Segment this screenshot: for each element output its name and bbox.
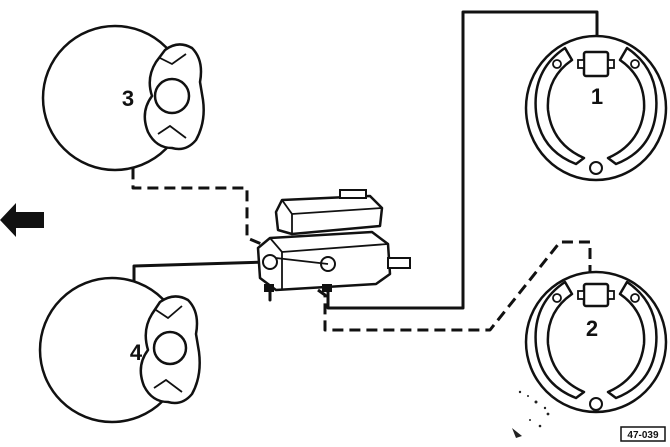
wheel-2-drum-brake: 2 [524, 270, 668, 414]
brake-line-wheel-3 [131, 116, 277, 252]
reference-code: 47-039 [627, 430, 659, 441]
wheel-4-piston [152, 330, 188, 366]
wheel-2-shoe-left [534, 280, 586, 400]
outlet-port-front [262, 254, 278, 270]
wheel-2-shoe-right [606, 280, 658, 400]
reservoir-cap [339, 189, 367, 199]
wheel-1-shoe-left [534, 46, 586, 166]
brake-line-wheel-1 [326, 10, 599, 310]
wheel-4-label: 4 [130, 340, 143, 365]
wheel-2-label: 2 [586, 316, 598, 341]
wheel-1-adjuster [589, 161, 603, 175]
wheel-1-label: 1 [591, 84, 603, 109]
brake-line-wheel-2 [317, 240, 592, 332]
wheel-1-drum-brake: 1 [524, 34, 668, 182]
wheel-1-wheel-cylinder [582, 50, 610, 78]
left-arrow-icon [0, 203, 44, 237]
master-cylinder [256, 189, 411, 292]
print-speckles [512, 390, 553, 438]
wheel-3-label: 3 [122, 86, 134, 111]
master-cylinder-reservoir [274, 194, 384, 236]
wheel-3-piston [153, 77, 191, 115]
reference-code-box: 47-039 [620, 426, 666, 442]
wheel-2-adjuster [589, 397, 603, 411]
wheel-3-disc-brake: 3 [41, 24, 205, 172]
master-cylinder-pushrod [387, 257, 411, 269]
wheel-4-disc-brake: 4 [38, 276, 201, 424]
wheel-1-shoe-right [606, 46, 658, 166]
wheel-2-wheel-cylinder [582, 282, 610, 308]
